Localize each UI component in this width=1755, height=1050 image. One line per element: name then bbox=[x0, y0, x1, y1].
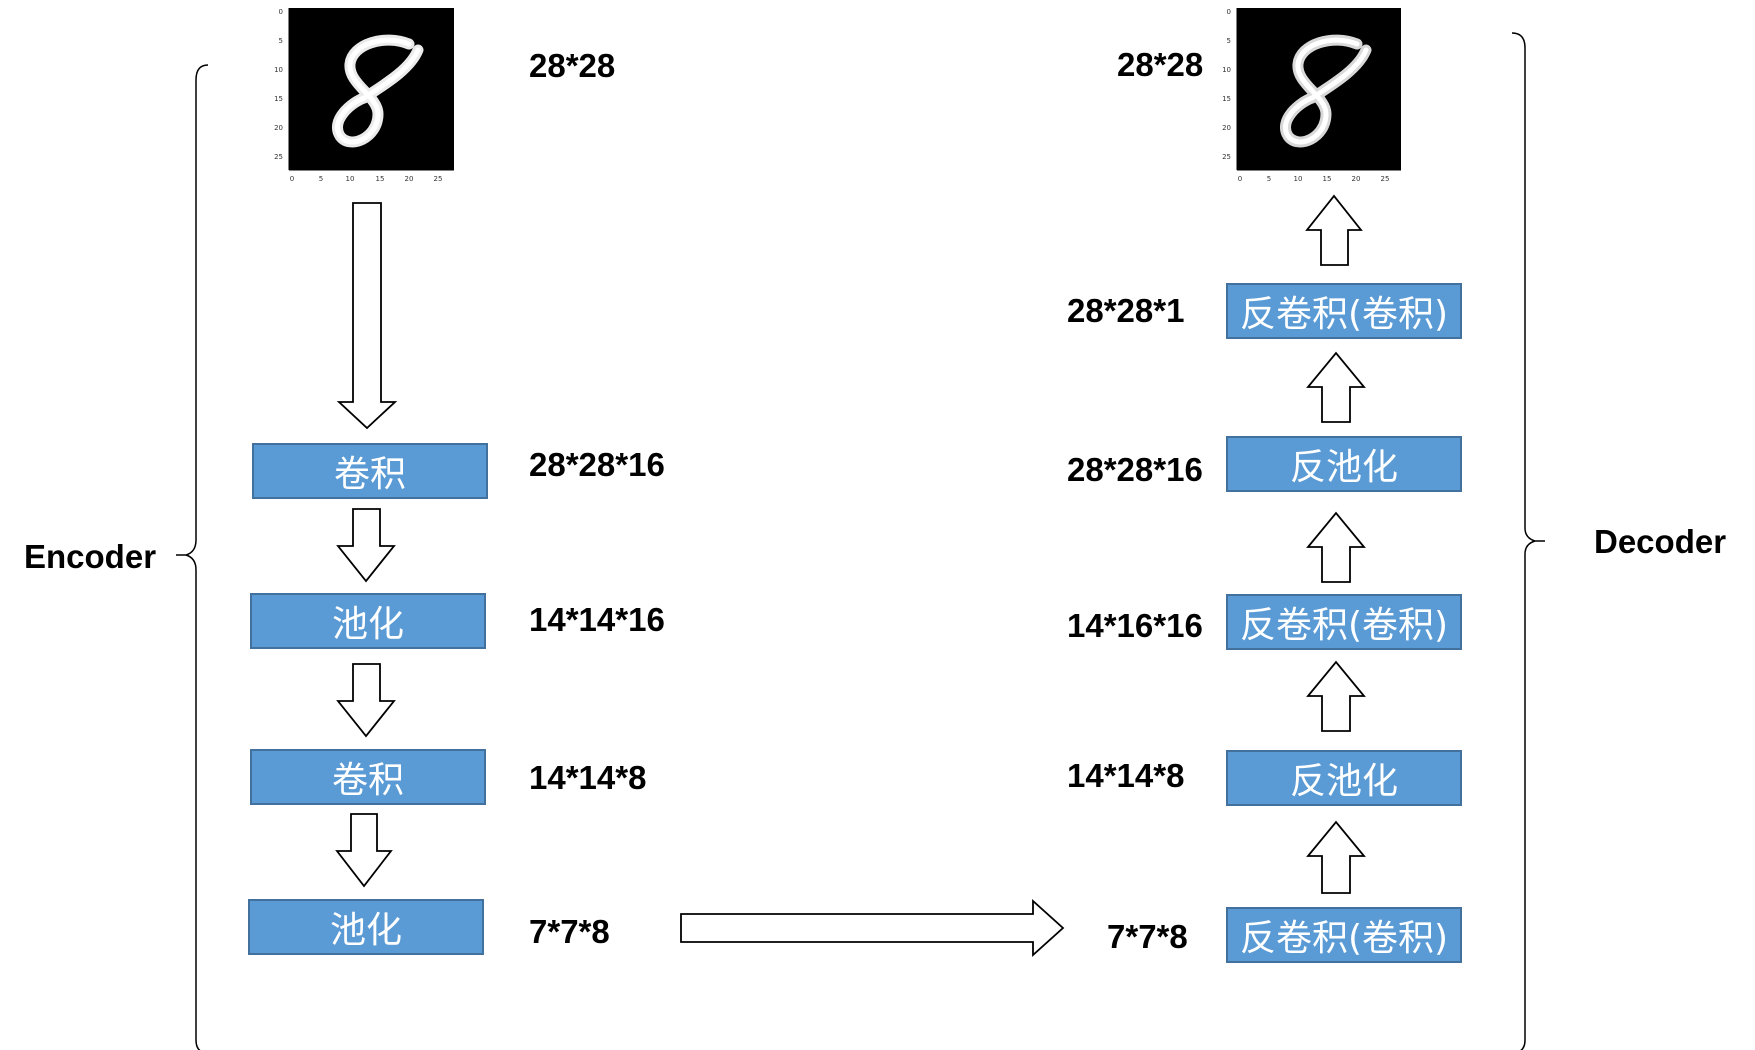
encoder-conv-2: 卷积 bbox=[250, 749, 486, 805]
tick-label: 15 bbox=[1323, 175, 1332, 183]
up-arrow bbox=[1305, 194, 1363, 266]
decoder-unpool-1: 反池化 bbox=[1226, 750, 1462, 806]
tick-label: 25 bbox=[434, 175, 443, 183]
up-arrow bbox=[1306, 820, 1366, 894]
up-arrow bbox=[1306, 511, 1366, 583]
decoder-dim-5: 28*28*1 bbox=[1067, 292, 1185, 329]
tick-label: 20 bbox=[274, 124, 283, 132]
tick-label: 15 bbox=[376, 175, 385, 183]
decoder-deconv-2: 反卷积(卷积) bbox=[1226, 594, 1462, 650]
tick-label: 10 bbox=[274, 66, 283, 74]
tick-label: 5 bbox=[1267, 175, 1271, 183]
encoder-bracket bbox=[176, 64, 209, 1050]
decoder-deconv-1: 反卷积(卷积) bbox=[1226, 907, 1462, 963]
encoder-dim-3: 14*14*8 bbox=[529, 759, 647, 796]
encoder-input-dim: 28*28 bbox=[529, 47, 616, 84]
down-arrow bbox=[335, 813, 393, 888]
tick-label: 15 bbox=[1222, 95, 1231, 103]
tick-label: 25 bbox=[274, 153, 283, 161]
decoder-dim-1: 7*7*8 bbox=[1107, 918, 1188, 955]
encoder-dim-4: 7*7*8 bbox=[529, 913, 610, 950]
encoder-label: Encoder bbox=[24, 538, 157, 575]
input-digit-image bbox=[288, 8, 454, 171]
encoder-conv-1: 卷积 bbox=[252, 443, 488, 499]
up-arrow bbox=[1306, 351, 1366, 423]
tick-label: 5 bbox=[279, 37, 283, 45]
decoder-bracket bbox=[1511, 32, 1545, 1050]
decoder-label: Decoder bbox=[1594, 523, 1727, 560]
tick-label: 0 bbox=[1227, 8, 1231, 16]
tick-label: 10 bbox=[346, 175, 355, 183]
tick-label: 25 bbox=[1222, 153, 1231, 161]
decoder-dim-4: 28*28*16 bbox=[1067, 451, 1203, 488]
output-digit-image bbox=[1236, 8, 1401, 171]
down-arrow bbox=[336, 508, 396, 583]
right-arrow bbox=[680, 898, 1065, 958]
tick-label: 5 bbox=[319, 175, 323, 183]
down-arrow-long bbox=[336, 202, 398, 430]
tick-label: 0 bbox=[1238, 175, 1242, 183]
tick-label: 25 bbox=[1381, 175, 1390, 183]
tick-label: 10 bbox=[1294, 175, 1303, 183]
encoder-dim-1: 28*28*16 bbox=[529, 446, 665, 483]
tick-label: 20 bbox=[405, 175, 414, 183]
up-arrow bbox=[1306, 660, 1366, 732]
tick-label: 0 bbox=[290, 175, 294, 183]
decoder-dim-2: 14*14*8 bbox=[1067, 757, 1185, 794]
tick-label: 15 bbox=[274, 95, 283, 103]
decoder-deconv-3: 反卷积(卷积) bbox=[1226, 283, 1462, 339]
decoder-dim-3: 14*16*16 bbox=[1067, 607, 1203, 644]
decoder-unpool-2: 反池化 bbox=[1226, 436, 1462, 492]
tick-label: 5 bbox=[1227, 37, 1231, 45]
tick-label: 20 bbox=[1222, 124, 1231, 132]
down-arrow bbox=[336, 663, 396, 738]
encoder-pool-1: 池化 bbox=[250, 593, 486, 649]
tick-label: 20 bbox=[1352, 175, 1361, 183]
decoder-output-dim: 28*28 bbox=[1117, 46, 1204, 83]
tick-label: 0 bbox=[279, 8, 283, 16]
encoder-dim-2: 14*14*16 bbox=[529, 601, 665, 638]
tick-label: 10 bbox=[1222, 66, 1231, 74]
encoder-pool-2: 池化 bbox=[248, 899, 484, 955]
